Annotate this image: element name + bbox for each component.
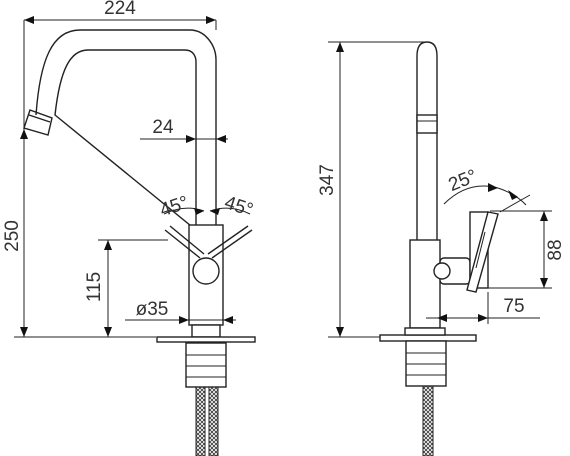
side-body bbox=[409, 239, 441, 329]
front-handle-angle-right-label: 45° bbox=[222, 192, 256, 221]
side-total-height-label: 347 bbox=[317, 164, 338, 196]
front-width-label: 224 bbox=[104, 0, 136, 19]
front-mounting-shank bbox=[185, 342, 227, 388]
front-hose-left bbox=[195, 386, 206, 456]
side-hose bbox=[422, 385, 434, 456]
side-handle-reach-label: 75 bbox=[503, 296, 524, 317]
front-handle-height-label: 115 bbox=[84, 272, 105, 302]
side-view: 347 25° 88 75 bbox=[317, 41, 566, 456]
side-base-plate bbox=[379, 334, 477, 342]
front-handle-knob bbox=[192, 257, 220, 285]
front-base-plate bbox=[156, 336, 256, 343]
front-spout bbox=[35, 29, 217, 232]
front-handle-angle-left-label: 45° bbox=[157, 192, 191, 221]
side-handle-lever bbox=[466, 211, 499, 293]
side-handle-height-label: 88 bbox=[545, 239, 566, 260]
front-total-height-label: 250 bbox=[2, 220, 23, 252]
front-view: 224 24 45° 45° 250 115 ø35 bbox=[2, 0, 256, 456]
front-spout-outlet bbox=[23, 109, 53, 136]
side-handle-angle-label: 25° bbox=[446, 166, 481, 196]
side-spout-column bbox=[416, 41, 438, 240]
front-hose-right bbox=[208, 386, 219, 456]
side-spout-outlet bbox=[416, 114, 438, 134]
front-body-diameter-label: ø35 bbox=[136, 299, 169, 320]
front-spout-diameter-label: 24 bbox=[152, 117, 174, 138]
